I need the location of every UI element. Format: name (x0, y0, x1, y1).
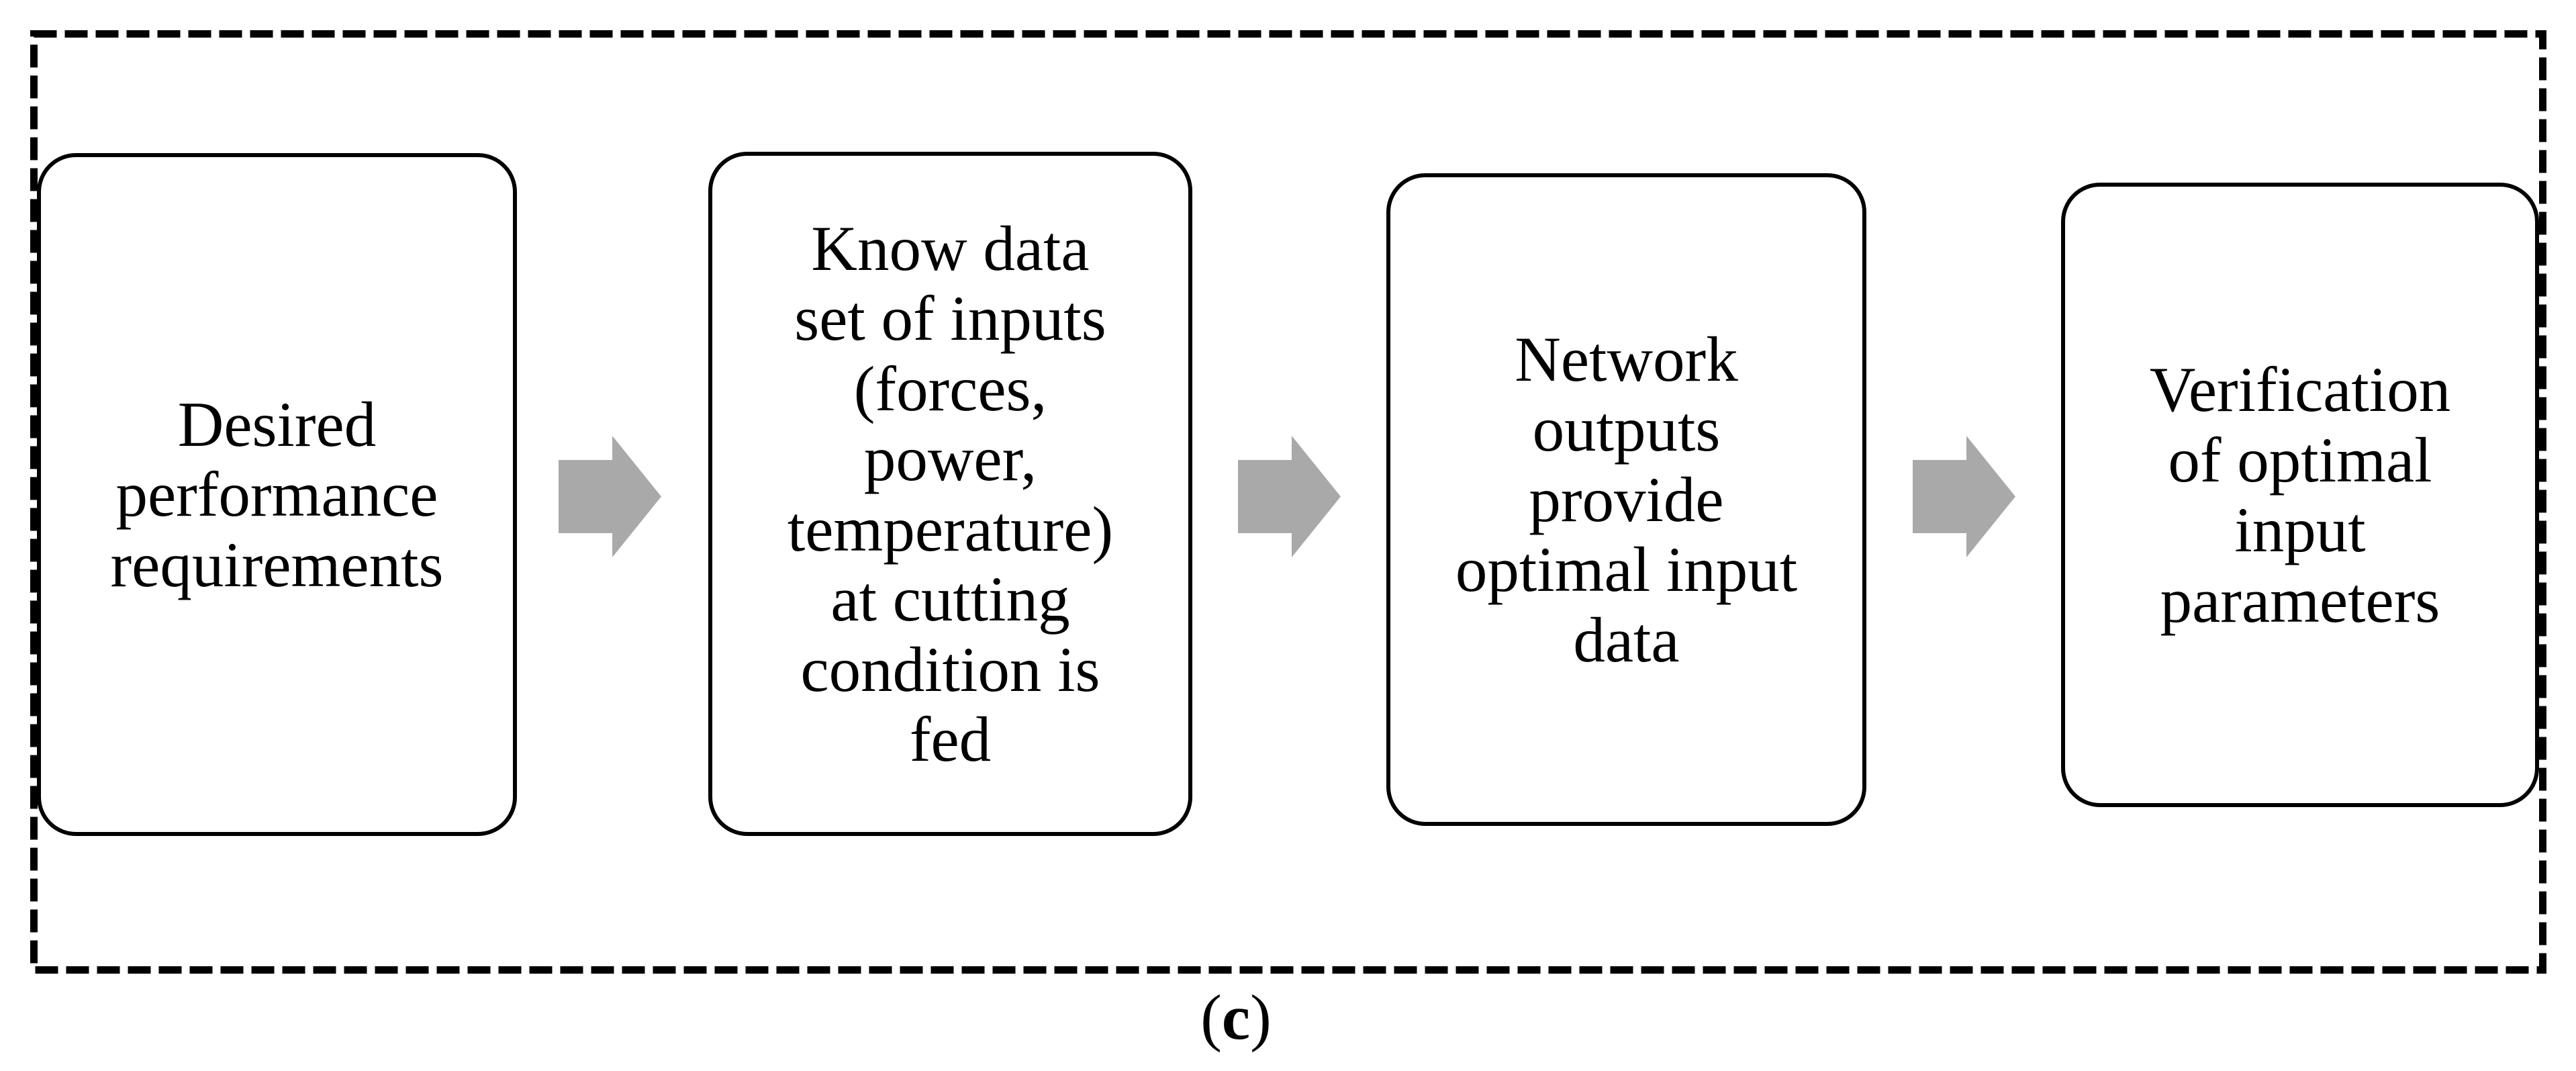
flow-step-2-label: Know data set of inputs (forces, power, … (787, 212, 1114, 775)
flow-step-3-box: Network outputs provide optimal input da… (1386, 173, 1866, 826)
flow-step-2-box: Know data set of inputs (forces, power, … (708, 152, 1192, 836)
dashed-border-rect (30, 30, 2546, 974)
right-arrow-shape (1913, 436, 2015, 557)
right-arrow-icon (1913, 436, 2015, 557)
right-arrow-shape (559, 436, 661, 557)
flow-step-3-label: Network outputs provide optimal input da… (1455, 323, 1798, 676)
flow-step-1-label: Desired performance requirements (110, 388, 444, 600)
right-arrow-icon (559, 436, 661, 557)
caption-letter: c (1221, 982, 1251, 1053)
right-arrow-icon (1238, 436, 1341, 557)
right-arrow-shape (1238, 436, 1341, 557)
figure-caption: (c) (1200, 986, 1271, 1050)
flow-step-1-box: Desired performance requirements (37, 153, 517, 836)
caption-paren-close: ) (1250, 982, 1272, 1053)
caption-paren-open: ( (1200, 982, 1222, 1053)
flow-step-4-box: Verification of optimal input parameters (2061, 183, 2539, 807)
flow-step-4-label: Verification of optimal input parameters (2149, 354, 2451, 636)
